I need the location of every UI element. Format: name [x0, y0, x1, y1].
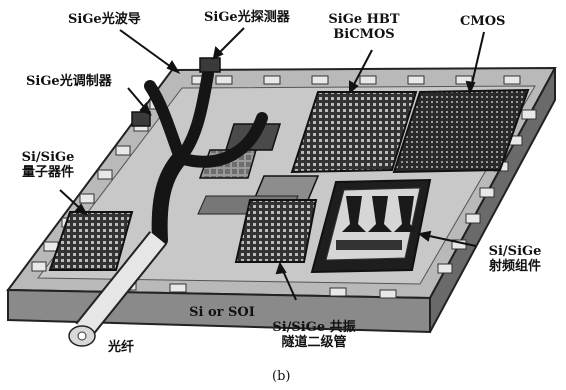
label-waveguide: SiGe光波导	[68, 12, 141, 27]
label-quantum-line2: 量子器件	[14, 165, 82, 180]
label-rf-line2: 射频组件	[478, 259, 552, 274]
label-rtd: Si/SiGe 共振 隧道二级管	[258, 320, 370, 350]
label-rtd-line1: Si/SiGe 共振	[258, 320, 370, 335]
label-rf: Si/SiGe 射频组件	[478, 244, 552, 274]
label-hbt-line2: BiCMOS	[322, 27, 406, 42]
label-fiber: 光纤	[108, 340, 134, 355]
label-modulator: SiGe光调制器	[26, 74, 112, 89]
label-hbt-bicmos: SiGe HBT BiCMOS	[322, 12, 406, 42]
label-photodetector: SiGe光探测器	[204, 10, 290, 25]
substrate-label: Si or SOI	[189, 305, 255, 320]
label-quantum-line1: Si/SiGe	[14, 150, 82, 165]
label-rf-line1: Si/SiGe	[478, 244, 552, 259]
label-quantum: Si/SiGe 量子器件	[14, 150, 82, 180]
figure-caption: (b)	[272, 369, 290, 384]
label-hbt-line1: SiGe HBT	[322, 12, 406, 27]
modulator-pad	[132, 112, 150, 126]
photodetector-pad	[200, 58, 220, 72]
rtd-block	[236, 200, 316, 262]
label-cmos: CMOS	[460, 14, 505, 29]
label-rtd-line2: 隧道二级管	[258, 335, 370, 350]
